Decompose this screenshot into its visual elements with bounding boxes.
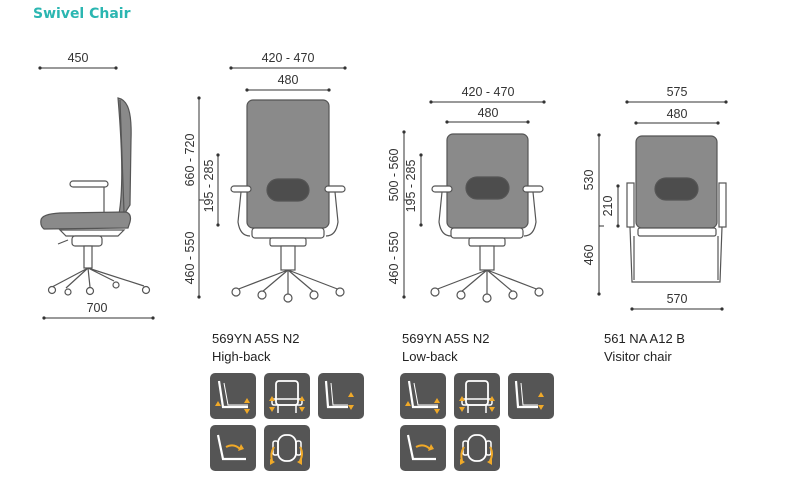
model-name: Low-back [402, 349, 458, 364]
lb-left-mid-dim: 195 - 285 [404, 160, 418, 213]
side-bottom-dim: 700 [87, 301, 108, 315]
model-caption-high-back: 569YN A5S N2 High-back [212, 330, 299, 366]
lb-left-upper-dim: 500 - 560 [387, 149, 401, 202]
seat-depth-icon [508, 373, 554, 419]
vc-bottom-dim: 570 [667, 292, 688, 306]
model-name: High-back [212, 349, 271, 364]
side-top-dim: 450 [68, 51, 89, 65]
vc-left-mid-dim: 210 [601, 196, 615, 217]
hb-left-lower-dim: 460 - 550 [183, 232, 197, 285]
lb-top-outer-dim: 420 - 470 [462, 85, 515, 99]
hb-top-inner-dim: 480 [278, 73, 299, 87]
hb-top-outer-dim: 420 - 470 [262, 51, 315, 65]
model-code: 569YN A5S N2 [402, 331, 490, 346]
page-title: Swivel Chair [33, 6, 131, 22]
low-back-chair [430, 133, 544, 303]
tilt-lock-icon [210, 425, 256, 471]
hb-left-upper-dim: 660 - 720 [183, 134, 197, 187]
visitor-chair [626, 135, 727, 283]
seat-depth-icon [318, 373, 364, 419]
armrest-rotation-icon [454, 425, 500, 471]
vc-top-outer-dim: 575 [667, 85, 688, 99]
vc-left-upper-dim: 530 [582, 170, 596, 191]
armrest-rotation-icon [264, 425, 310, 471]
lb-top-inner-dim: 480 [478, 106, 499, 120]
tilt-lock-icon [400, 425, 446, 471]
model-code: 561 NA A12 B [604, 331, 685, 346]
model-caption-visitor: 561 NA A12 B Visitor chair [604, 330, 685, 366]
high-back-chair [230, 99, 346, 303]
backrest-tilt-icon [210, 373, 256, 419]
vc-left-lower-dim: 460 [582, 245, 596, 266]
armrest-height-icon [264, 373, 310, 419]
side-view-chair [40, 97, 151, 296]
hb-left-mid-dim: 195 - 285 [202, 160, 216, 213]
model-code: 569YN A5S N2 [212, 331, 300, 346]
model-caption-low-back: 569YN A5S N2 Low-back [402, 330, 489, 366]
backrest-tilt-icon [400, 373, 446, 419]
vc-top-inner-dim: 480 [667, 107, 688, 121]
model-name: Visitor chair [604, 349, 672, 364]
armrest-height-icon [454, 373, 500, 419]
lb-left-lower-dim: 460 - 550 [387, 232, 401, 285]
